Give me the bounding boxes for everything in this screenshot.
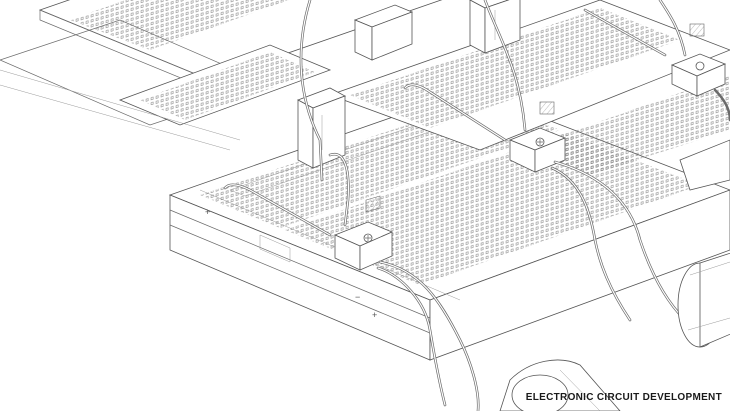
header-connector <box>353 4 414 61</box>
svg-text:−: − <box>355 292 360 302</box>
sensor-module-right <box>469 0 521 54</box>
trimpot-front <box>333 195 394 271</box>
trimpot-back <box>670 23 727 97</box>
breadboard-back <box>328 0 730 191</box>
jumper-wires <box>223 0 730 411</box>
motor-right <box>677 252 730 348</box>
trimpot-middle <box>508 101 567 173</box>
caption: ELECTRONIC CIRCUIT DEVELOPMENT <box>525 392 722 403</box>
svg-text:+: + <box>205 207 210 217</box>
svg-text:+: + <box>372 310 377 320</box>
arduino-board <box>0 0 443 151</box>
motor-bottom <box>499 359 621 411</box>
